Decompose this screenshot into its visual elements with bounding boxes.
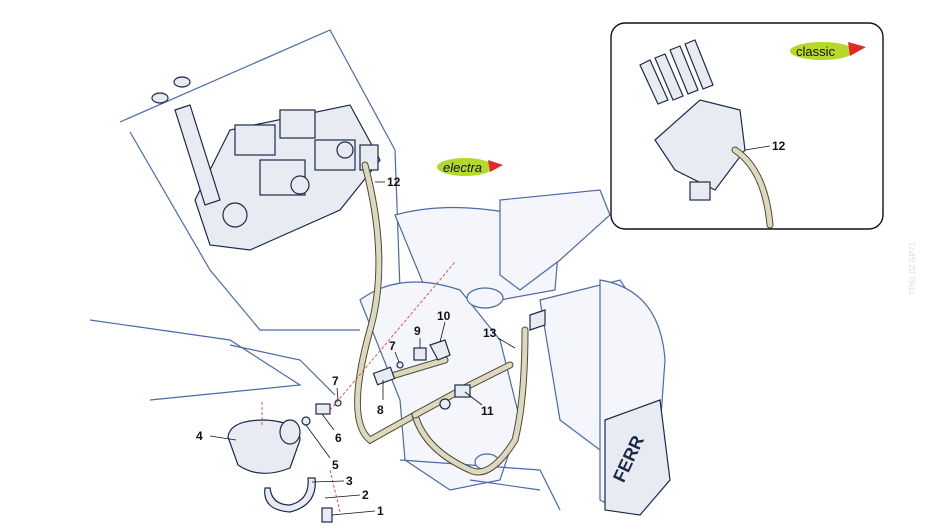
drawing-code-watermark: TP61 02 GP71	[908, 242, 917, 295]
electra-logo-text: electra	[443, 160, 482, 175]
fittings	[227, 261, 471, 523]
callouts: 12 1 2 3 4 5 6 7 7 8 9 10 11 13	[196, 175, 497, 518]
callout-5: 5	[332, 458, 339, 472]
callout-3: 3	[346, 474, 353, 488]
callout-11: 11	[481, 404, 494, 418]
callout-12: 12	[387, 175, 401, 189]
callout-8: 8	[377, 403, 384, 417]
classic-logo-text: classic	[796, 44, 836, 59]
leader-lines	[209, 181, 516, 516]
callout-13: 13	[483, 326, 497, 340]
callout-4: 4	[196, 429, 203, 443]
callout-6: 6	[335, 431, 342, 445]
callout-9: 9	[414, 324, 421, 338]
inset-detail-panel: classic 12	[610, 22, 884, 230]
electra-logo: electra	[437, 158, 503, 176]
machine-frame: FERR	[89, 29, 671, 516]
callout-10: 10	[437, 309, 451, 323]
classic-logo: classic	[790, 42, 866, 60]
callout-2: 2	[362, 488, 369, 502]
control-valve-block	[151, 76, 381, 251]
callout-12-inset: 12	[772, 139, 786, 153]
callout-1: 1	[377, 504, 384, 518]
callout-7: 7	[332, 374, 339, 388]
callout-7-second: 7	[389, 339, 396, 353]
